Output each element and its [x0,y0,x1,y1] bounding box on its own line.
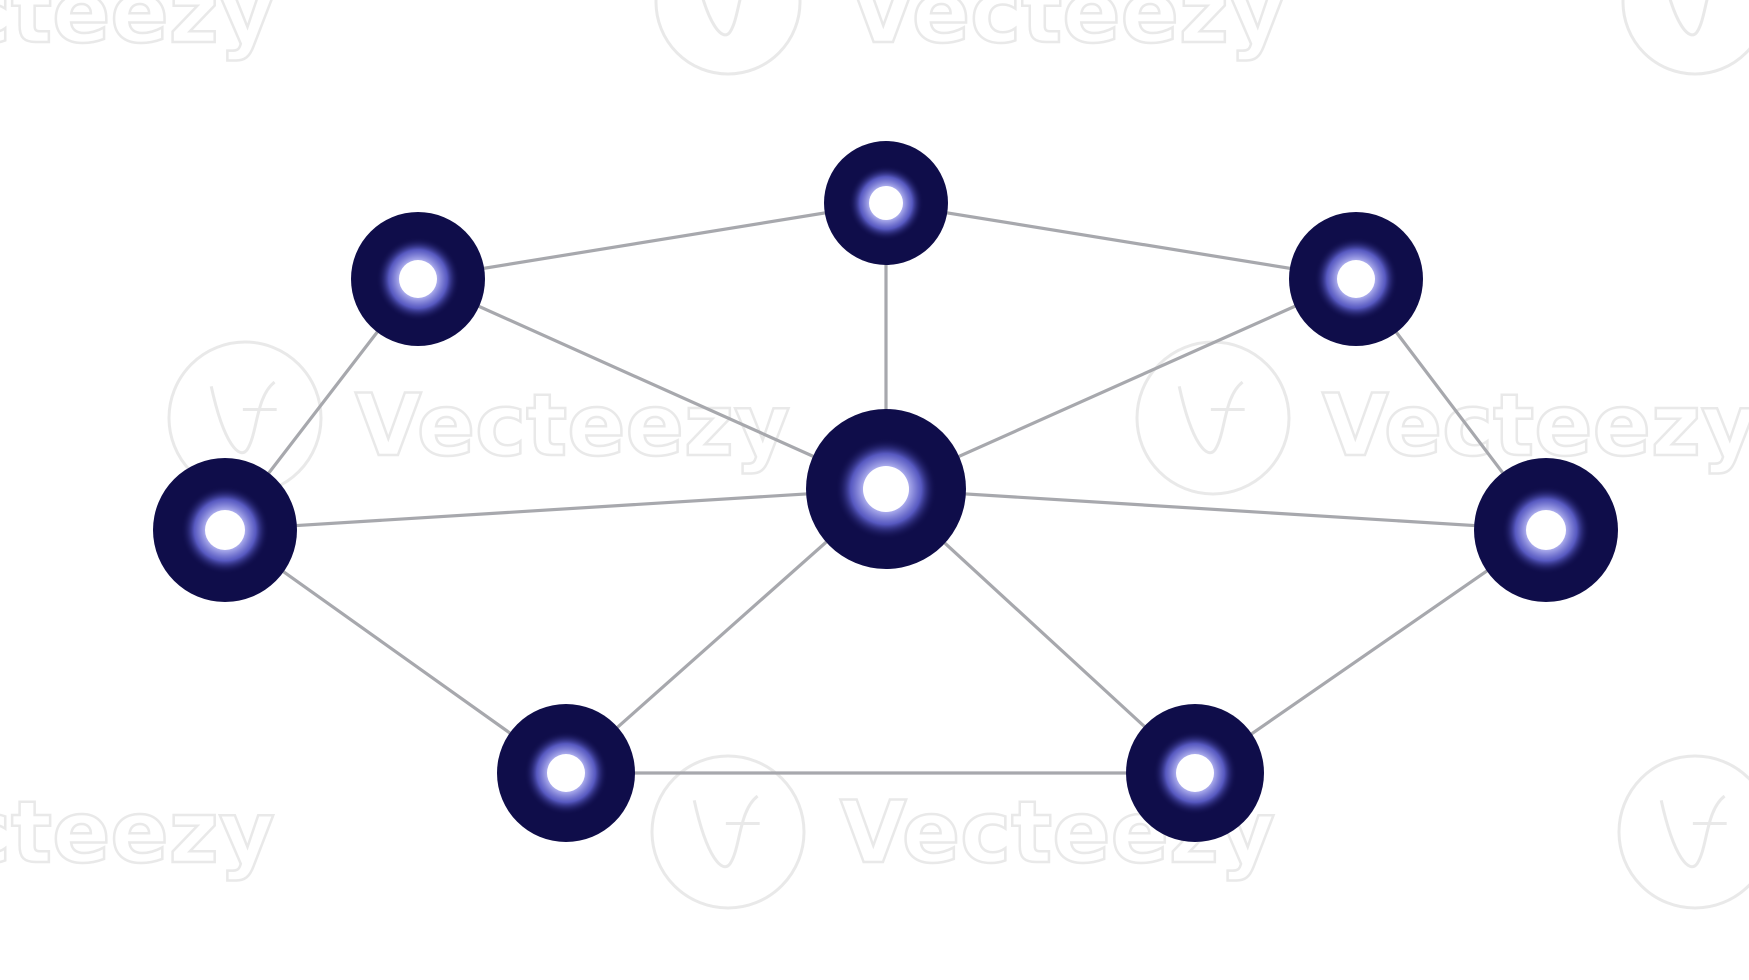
edge-left-center [223,487,888,532]
node-layer [153,141,1618,842]
edge-upper-right-center [884,277,1358,491]
vecteezy-v-logo-icon [1135,340,1291,496]
node-core [399,260,437,298]
node-core [863,466,909,512]
node-core [869,186,903,220]
node-center [806,409,966,569]
node-bottom-left [497,704,635,842]
watermark-text: Vecteezy [355,376,790,476]
node-core [1337,260,1375,298]
node-top [824,141,948,265]
vecteezy-v-logo-icon [654,0,802,76]
edge-right-center [884,487,1548,532]
vecteezy-v-logo-icon [1617,754,1749,910]
watermark-text: Vecteezy [850,0,1285,63]
node-core [1526,510,1566,550]
vecteezy-v-logo-icon [650,754,806,910]
watermark-text: cteezy [0,0,275,63]
node-core [1176,754,1214,792]
node-core [547,754,585,792]
node-core [205,510,245,550]
node-right [1474,458,1618,602]
vecteezy-v-logo-icon [1621,0,1749,76]
node-left [153,458,297,602]
node-bottom-right [1126,704,1264,842]
edge-upper-left-center [416,277,888,491]
node-upper-left [351,212,485,346]
node-upper-right [1289,212,1423,346]
watermark-text: cteezy [0,783,275,883]
edge-top-upper-right [884,201,1358,281]
edge-top-upper-left [416,201,888,281]
